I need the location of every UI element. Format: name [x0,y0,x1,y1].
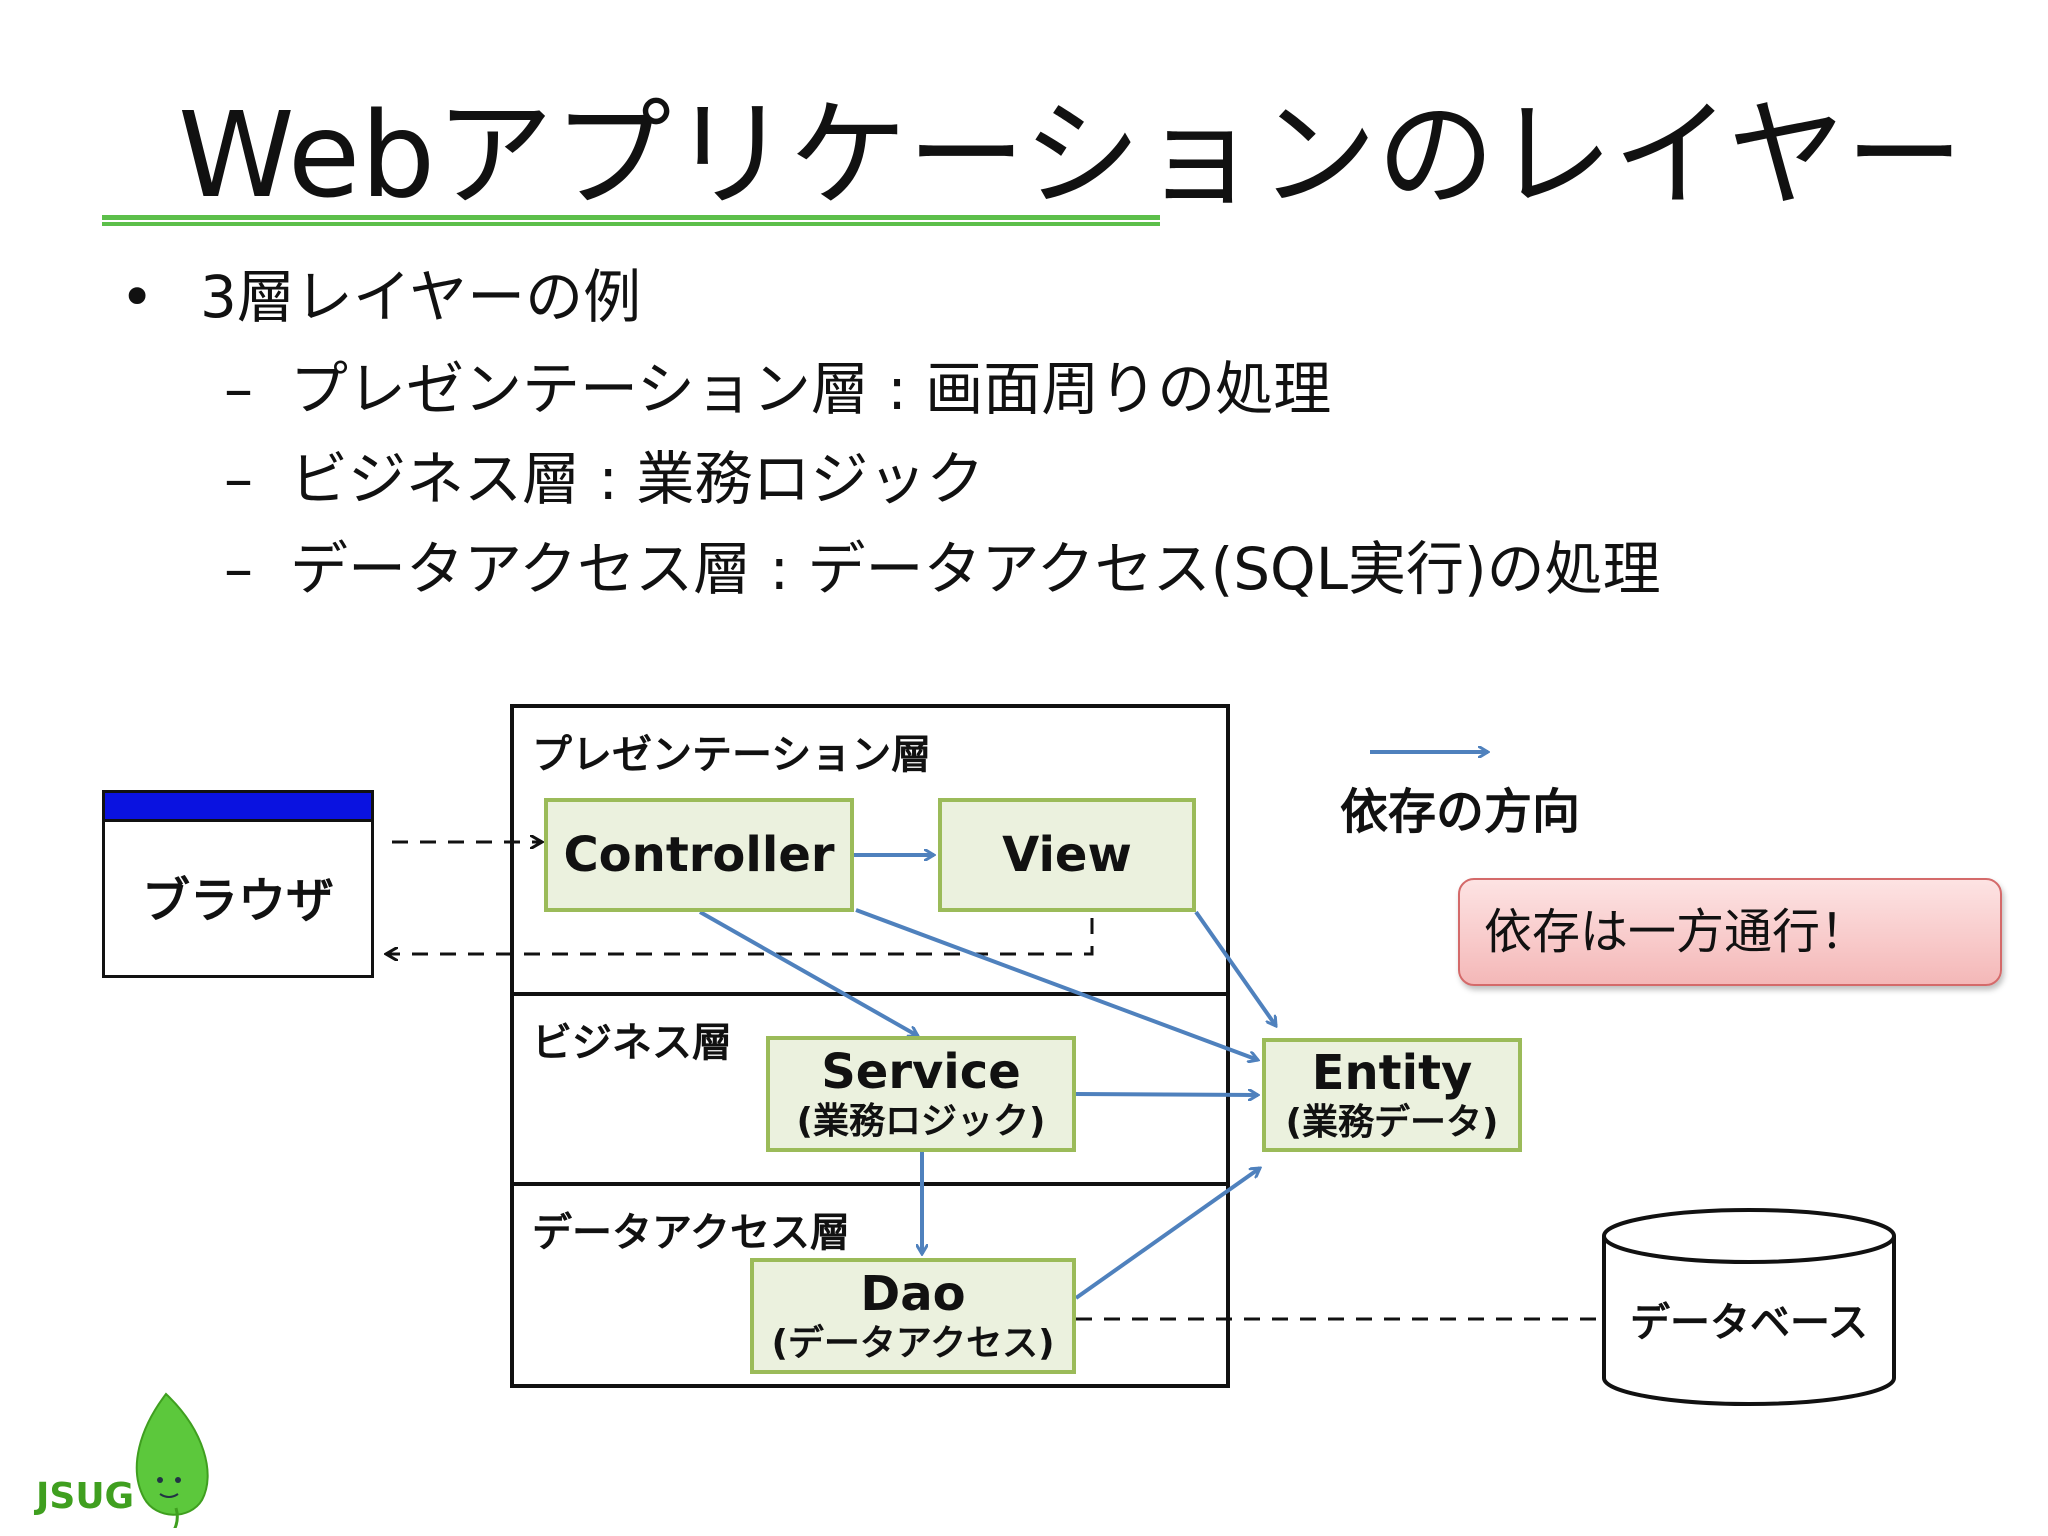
response-arrow [386,918,1094,954]
service-label: Service [821,1044,1021,1100]
dao-sublabel: (データアクセス) [771,1323,1055,1364]
layers-frame [510,704,1230,1388]
entity-box: Entity (業務データ) [1262,1038,1522,1152]
browser-label: ブラウザ [141,873,334,929]
dao-label: Dao [860,1266,966,1322]
slide-title: Webアプリケーションのレイヤー [178,86,1964,224]
bullet-text: データアクセス層 : データアクセス(SQL実行)の処理 [290,535,1661,603]
dependency-arrow [699,910,918,1036]
layer-label-presentation: プレゼンテーション層 [532,732,932,778]
bullet-text: 3層レイヤーの例 [200,263,642,331]
dependency-arrow [855,908,1258,1060]
dao-box: Dao (データアクセス) [750,1258,1076,1374]
entity-label: Entity [1311,1045,1473,1101]
title-underline-secondary [102,222,1160,226]
database-label: データベース [1630,1300,1868,1346]
bullet-marker: – [224,535,253,603]
leaf-mascot-icon [135,1392,209,1528]
bullet-marker: – [224,445,253,513]
title-underline [102,215,1160,220]
view-label: View [1002,827,1132,883]
layer-label-data-access: データアクセス層 [532,1210,850,1256]
dependency-arrow [1194,910,1276,1026]
dependency-arrow [1074,1168,1260,1300]
bullet-text: ビジネス層 : 業務ロジック [290,445,985,513]
bullet-text: プレゼンテーション層 : 画面周りの処理 [290,355,1332,423]
layer-label-business: ビジネス層 [532,1020,732,1066]
browser-window: ブラウザ [102,790,374,978]
dependency-arrow [1075,1094,1258,1095]
entity-sublabel: (業務データ) [1285,1102,1499,1143]
one-way-callout: 依存は一方通行！ [1458,878,2002,986]
logo-text: JSUG [36,1476,135,1517]
controller-label: Controller [563,827,835,883]
service-box: Service (業務ロジック) [766,1036,1076,1152]
view-box: View [938,798,1196,912]
controller-box: Controller [544,798,854,912]
legend-label: 依存の方向 [1340,784,1581,840]
browser-titlebar [105,793,371,822]
database-cylinder [1602,1208,1896,1406]
bullet-marker: – [224,355,253,423]
bullet-marker: • [120,263,155,331]
service-sublabel: (業務ロジック) [796,1101,1046,1142]
